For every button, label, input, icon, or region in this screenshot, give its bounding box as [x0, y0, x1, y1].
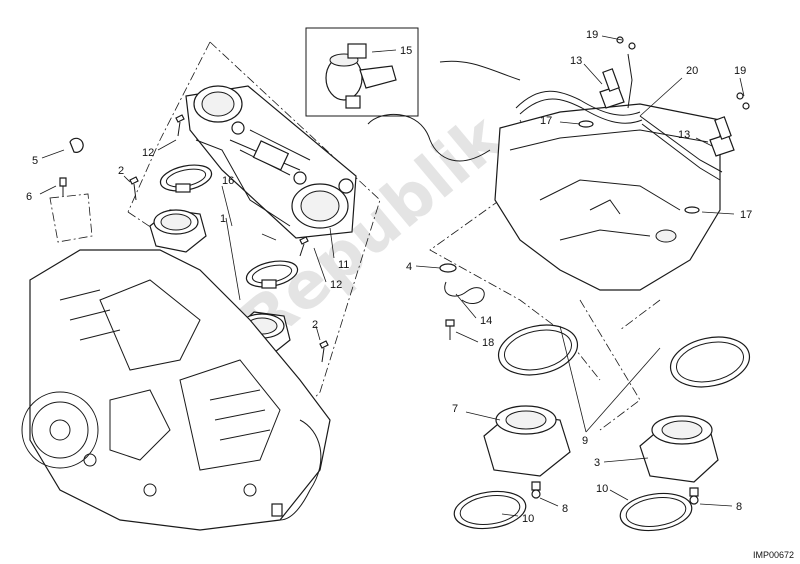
callout-19: 19 — [734, 65, 746, 77]
callout-20: 20 — [686, 65, 698, 77]
callout-13: 13 — [678, 129, 690, 141]
right-intake-parts — [444, 281, 751, 532]
callout-15: 15 — [400, 45, 412, 57]
leader-lines — [39, 35, 745, 517]
callout-7: 7 — [452, 403, 458, 415]
callout-8: 8 — [562, 503, 568, 515]
diagram-code: IMP00672 — [752, 550, 794, 560]
callout-1: 1 — [220, 213, 226, 225]
engine-block — [21, 249, 331, 531]
callout-19: 19 — [586, 29, 598, 41]
callout-8: 8 — [736, 501, 742, 513]
callout-labels: 1 2 2 3 4 5 6 7 8 8 9 10 10 11 12 12 13 … — [26, 29, 752, 525]
callout-2: 2 — [312, 319, 318, 331]
callout-5: 5 — [32, 155, 38, 167]
callout-14: 14 — [480, 315, 492, 327]
callout-13: 13 — [570, 55, 582, 67]
callout-4: 4 — [406, 261, 412, 273]
callout-17: 17 — [540, 115, 552, 127]
callout-6: 6 — [26, 191, 32, 203]
callout-16: 16 — [222, 175, 234, 187]
callout-10: 10 — [522, 513, 534, 525]
fuel-tank — [367, 60, 721, 291]
callout-12: 12 — [330, 279, 342, 291]
callout-10: 10 — [596, 483, 608, 495]
callout-18: 18 — [482, 337, 494, 349]
callout-12: 12 — [142, 147, 154, 159]
callout-3: 3 — [594, 457, 600, 469]
callout-11: 11 — [338, 259, 349, 271]
throttle-body — [185, 85, 357, 239]
fuel-rail — [515, 36, 750, 214]
callout-17: 17 — [740, 209, 752, 221]
callout-2: 2 — [118, 165, 124, 177]
callout-9: 9 — [582, 435, 588, 447]
screws — [59, 114, 699, 505]
solenoid-valve-inset — [305, 27, 419, 117]
